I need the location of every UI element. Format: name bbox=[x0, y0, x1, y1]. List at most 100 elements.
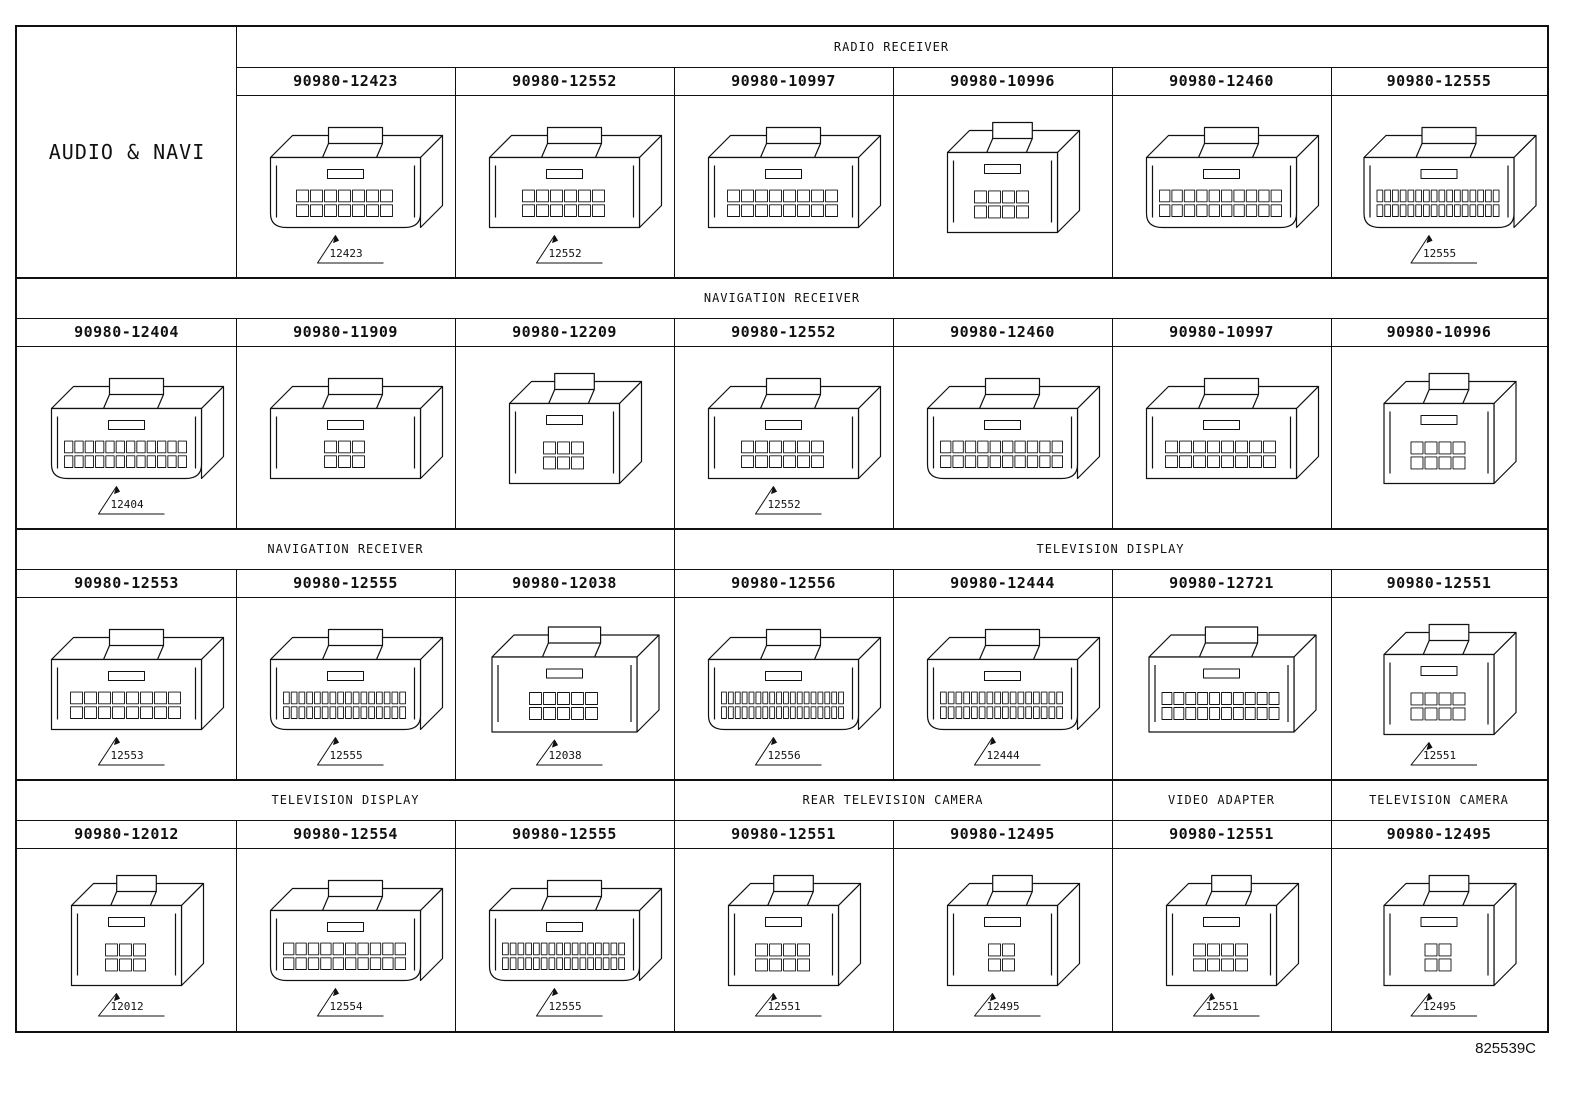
connector-drawing bbox=[269, 377, 444, 480]
connector-svg bbox=[269, 377, 444, 480]
callout-label: 12555 bbox=[329, 749, 363, 762]
column-divider bbox=[1112, 569, 1113, 780]
connector-svg bbox=[727, 874, 862, 1017]
header-divider bbox=[17, 820, 1547, 821]
connector-svg bbox=[926, 377, 1101, 480]
connector-svg bbox=[70, 874, 205, 1017]
connector-svg bbox=[707, 628, 882, 766]
column-divider bbox=[674, 569, 675, 780]
connector-svg bbox=[269, 628, 444, 766]
part-number: 90980-10996 bbox=[950, 72, 1055, 90]
connector-drawing bbox=[1383, 623, 1517, 766]
connector-svg bbox=[1145, 126, 1320, 229]
callout-label: 12423 bbox=[329, 247, 363, 260]
column-divider bbox=[1331, 318, 1332, 529]
part-number: 90980-12423 bbox=[293, 72, 398, 90]
column-divider bbox=[893, 67, 894, 278]
callout-label: 12444 bbox=[986, 749, 1020, 762]
connector-image bbox=[1112, 96, 1331, 277]
callout-label: 12551 bbox=[1423, 749, 1457, 762]
connector-image: 12423 bbox=[236, 96, 455, 277]
callout-label: 12404 bbox=[110, 498, 144, 511]
connector-image: 12495 bbox=[893, 849, 1112, 1030]
group-divider bbox=[1331, 780, 1332, 820]
column-divider bbox=[455, 820, 456, 1031]
callout-label: 12555 bbox=[548, 1000, 582, 1013]
callout-label: 12038 bbox=[548, 749, 582, 762]
connector-drawing bbox=[1363, 126, 1537, 264]
connector-image: 12555 bbox=[455, 849, 674, 1030]
group-divider bbox=[674, 780, 675, 820]
header-divider bbox=[17, 318, 1547, 319]
connector-drawing bbox=[1383, 372, 1517, 485]
connector-image: 12551 bbox=[674, 849, 893, 1030]
connector-image: 12552 bbox=[455, 96, 674, 277]
connector-drawing bbox=[707, 126, 882, 229]
connector-image: 12556 bbox=[674, 598, 893, 779]
connector-image: 12553 bbox=[17, 598, 236, 779]
connector-drawing bbox=[1148, 626, 1317, 733]
connector-drawing bbox=[1145, 377, 1320, 480]
connector-drawing bbox=[269, 628, 444, 766]
part-number: 90980-12012 bbox=[74, 825, 179, 843]
column-divider bbox=[893, 318, 894, 529]
connector-svg bbox=[926, 628, 1101, 766]
part-number: 90980-12209 bbox=[512, 323, 617, 341]
connector-drawing bbox=[269, 879, 444, 1017]
connector-drawing bbox=[946, 874, 1081, 1017]
connector-image: 12404 bbox=[17, 347, 236, 528]
part-number: 90980-12552 bbox=[512, 72, 617, 90]
connector-drawing bbox=[707, 628, 882, 766]
group-label: VIDEO ADAPTER bbox=[1168, 793, 1275, 807]
connector-svg bbox=[488, 126, 663, 264]
connector-image: 12552 bbox=[674, 347, 893, 528]
column-divider bbox=[674, 67, 675, 278]
part-number: 90980-12555 bbox=[512, 825, 617, 843]
connector-drawing bbox=[269, 126, 444, 264]
connector-svg bbox=[269, 879, 444, 1017]
connector-svg bbox=[269, 126, 444, 264]
connector-svg bbox=[946, 874, 1081, 1017]
column-divider bbox=[236, 318, 237, 529]
connector-image: 12555 bbox=[1331, 96, 1547, 277]
column-divider bbox=[455, 569, 456, 780]
column-divider bbox=[674, 318, 675, 529]
figure-code: 825539C bbox=[1475, 1040, 1536, 1057]
part-number: 90980-12444 bbox=[950, 574, 1055, 592]
partno-divider bbox=[17, 848, 1547, 849]
part-number: 90980-12556 bbox=[731, 574, 836, 592]
connector-image bbox=[674, 96, 893, 277]
connector-image: 12555 bbox=[236, 598, 455, 779]
connector-image bbox=[893, 347, 1112, 528]
connector-drawing bbox=[1165, 874, 1300, 1017]
connector-drawing bbox=[727, 874, 862, 1017]
header-divider bbox=[17, 569, 1547, 570]
part-number: 90980-12495 bbox=[950, 825, 1055, 843]
column-divider bbox=[236, 569, 237, 780]
callout-label: 12012 bbox=[110, 1000, 144, 1013]
part-number: 90980-10997 bbox=[1169, 323, 1274, 341]
column-divider bbox=[1331, 67, 1332, 278]
column-divider bbox=[455, 67, 456, 278]
header-divider bbox=[236, 67, 1547, 68]
connector-drawing bbox=[50, 377, 225, 515]
column-divider bbox=[893, 569, 894, 780]
connector-svg bbox=[50, 628, 225, 766]
connector-svg bbox=[1363, 126, 1537, 264]
connector-drawing bbox=[50, 628, 225, 766]
connector-drawing bbox=[1383, 874, 1517, 1017]
connector-drawing bbox=[508, 372, 643, 485]
partno-divider bbox=[17, 597, 1547, 598]
connector-image: 12038 bbox=[455, 598, 674, 779]
connector-drawing bbox=[926, 377, 1101, 480]
callout-label: 12552 bbox=[548, 247, 582, 260]
connector-svg bbox=[508, 372, 643, 485]
part-number: 90980-12495 bbox=[1386, 825, 1492, 843]
group-divider bbox=[1112, 780, 1113, 820]
part-number: 90980-12551 bbox=[1169, 825, 1274, 843]
connector-image: 12554 bbox=[236, 849, 455, 1030]
part-number: 90980-10997 bbox=[731, 72, 836, 90]
column-divider bbox=[236, 820, 237, 1031]
connector-image bbox=[893, 96, 1112, 277]
callout-label: 12495 bbox=[1423, 1000, 1457, 1013]
